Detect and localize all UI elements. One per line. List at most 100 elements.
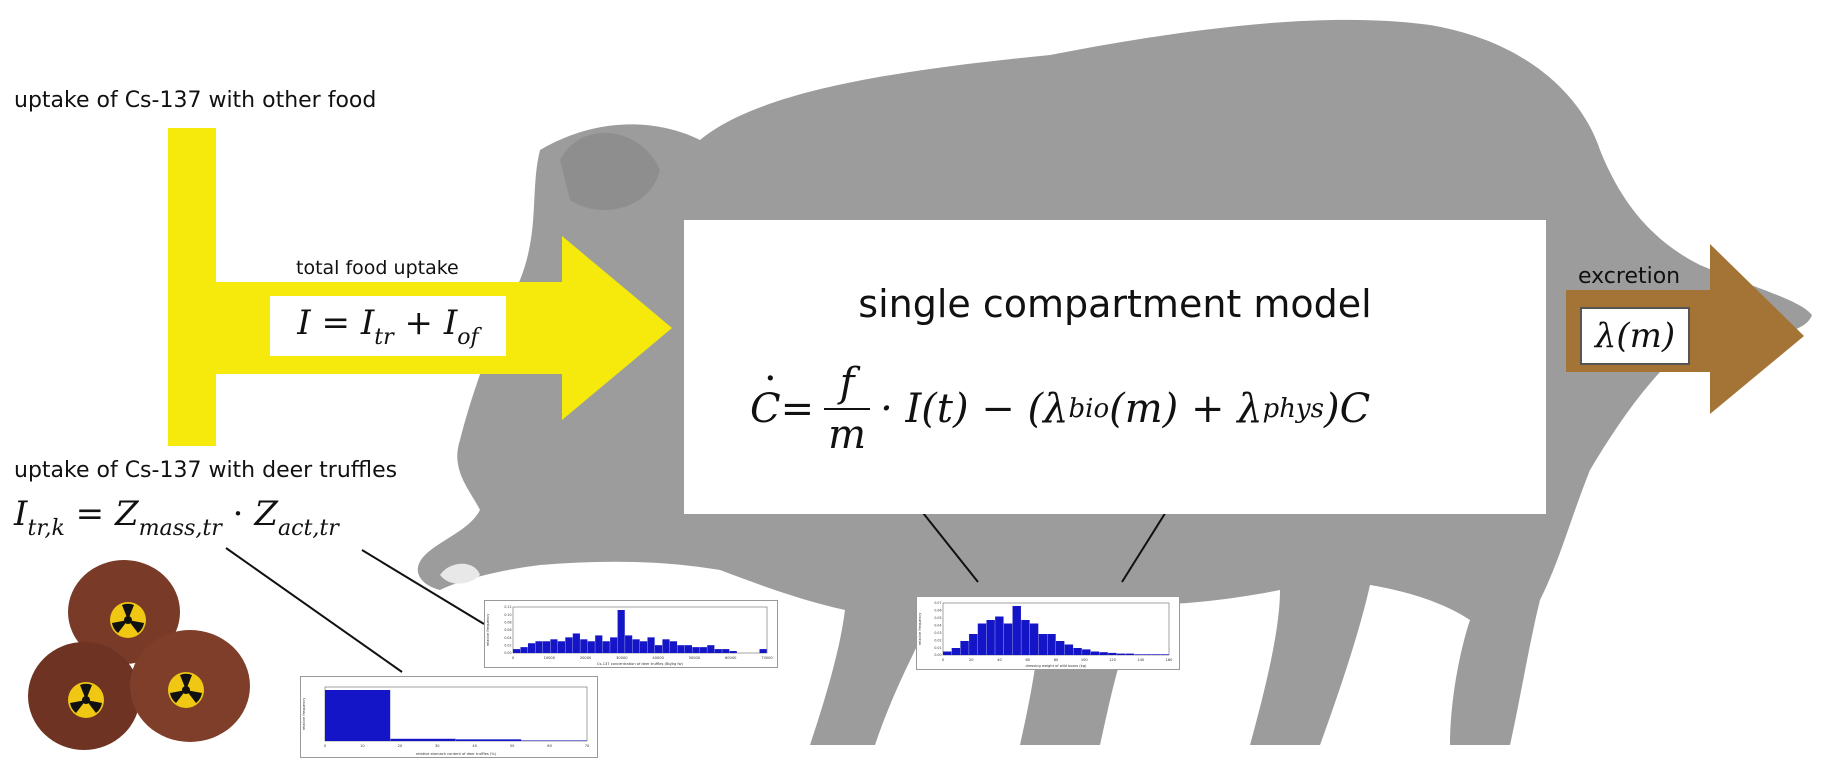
formula-subscript: tr,k <box>27 514 65 541</box>
formula-numerator: f <box>839 360 855 406</box>
histogram-tick-label: 0.06 <box>504 628 511 632</box>
histogram-bar <box>456 739 522 741</box>
formula-operator: = <box>780 386 815 432</box>
histogram-tick-label: 80 <box>1054 658 1059 662</box>
histogram-bar <box>1029 623 1039 655</box>
formula-operator: + <box>393 302 444 343</box>
histogram-tick-label: 0.10 <box>504 613 511 617</box>
histogram-tick-label: 20000 <box>580 656 592 660</box>
histogram-tick-label: 70000 <box>761 656 773 660</box>
histogram-bar <box>513 649 521 653</box>
histogram-bar <box>729 651 737 653</box>
histogram-tick-label: 10000 <box>544 656 556 660</box>
label-uptake-other-food: uptake of Cs-137 with other food <box>14 88 377 113</box>
label-total-food-uptake: total food uptake <box>296 257 459 279</box>
histogram-bar <box>647 637 655 653</box>
histogram-bar <box>632 639 640 653</box>
histogram-bar <box>1151 654 1161 655</box>
histogram-tick-label: 50 <box>510 744 515 748</box>
histogram-tick-label: 40 <box>997 658 1002 662</box>
histogram-bar <box>969 634 978 655</box>
label-uptake-deer-truffles: uptake of Cs-137 with deer truffles <box>14 458 398 483</box>
histogram-bar <box>1090 651 1100 655</box>
histogram-tick-label: 0.12 <box>504 605 511 609</box>
formula-fraction: f m <box>824 360 871 458</box>
histogram-bar <box>960 641 969 655</box>
histogram-bar <box>986 620 995 655</box>
formula-truffle-uptake: Itr,k = Zmass,tr · Zact,tr <box>14 494 339 541</box>
histogram-bar <box>722 649 730 653</box>
label-excretion: excretion <box>1578 264 1681 289</box>
histogram-bar <box>1160 654 1169 655</box>
histogram-tick-label: 60000 <box>725 656 737 660</box>
histogram-bar <box>565 637 573 653</box>
histogram-tick-label: 70 <box>585 744 590 748</box>
histogram-xlabel: relative stomach content of deer truffle… <box>416 752 497 756</box>
histogram-bar <box>1064 644 1074 655</box>
histogram-tick-label: 50000 <box>689 656 701 660</box>
histogram-tick-label: 120 <box>1109 658 1117 662</box>
histogram-bar <box>1047 634 1056 655</box>
histogram-bar <box>1125 653 1134 655</box>
histogram-bar <box>692 647 700 653</box>
histogram-tick-label: 0.02 <box>934 638 941 642</box>
formula-total-uptake: I = Itr + Iof <box>297 303 478 350</box>
histogram-tick-label: 20 <box>969 658 974 662</box>
histogram-bar <box>610 637 618 653</box>
histogram-tick-label: 0 <box>942 658 945 662</box>
histogram-bar <box>1003 623 1013 655</box>
formula-excretion-box: λ(m) <box>1580 307 1690 365</box>
histogram-ylabel: relative frequency <box>486 613 490 647</box>
histogram-bar <box>759 649 767 653</box>
histogram-tick-label: 0.04 <box>504 636 511 640</box>
histogram-bar <box>1099 652 1108 655</box>
histogram-tick-label: 0.05 <box>934 616 941 620</box>
histogram-bar <box>521 740 587 741</box>
histogram-bar <box>677 645 685 653</box>
histogram-bar <box>684 645 692 653</box>
histogram-bar <box>572 633 580 653</box>
histogram-tick-label: 0.03 <box>934 631 941 635</box>
histogram-tick-label: 30 <box>435 744 440 748</box>
formula-subscript: bio <box>1068 394 1110 424</box>
boar-tusk <box>440 563 480 584</box>
histogram-bar <box>325 690 391 741</box>
histogram-xlabel: dressing weight of wild boars (kg) <box>1026 664 1087 668</box>
formula-term: )C <box>1323 386 1371 432</box>
histogram-tick-label: 0.04 <box>934 623 941 627</box>
histogram-bar <box>587 641 595 653</box>
histogram-bar <box>390 738 456 741</box>
histogram-tick-label: 0.06 <box>934 609 941 613</box>
histogram-bar <box>1082 649 1091 655</box>
histogram-bar <box>1073 648 1082 655</box>
histogram-bar <box>707 645 715 653</box>
histogram-tick-label: 0.07 <box>934 601 941 605</box>
formula-term: (m) + λ <box>1109 386 1263 432</box>
histogram-bar <box>1056 641 1065 655</box>
model-title: single compartment model <box>858 282 1372 326</box>
histogram-tick-label: 0 <box>512 656 515 660</box>
histogram-tick-label: 10 <box>360 744 365 748</box>
histogram-bar <box>1108 652 1117 655</box>
histogram-bar <box>542 641 551 653</box>
histogram-tick-label: 60 <box>1025 658 1030 662</box>
histogram-tick-label: 0.00 <box>934 653 941 657</box>
histogram-bar <box>977 623 987 655</box>
formula-symbol-c-dot: C <box>750 356 781 432</box>
histogram-bar <box>1142 654 1152 655</box>
boar-ear <box>560 132 660 210</box>
histogram-tick-label: 0.00 <box>504 651 511 655</box>
histogram-bar <box>1021 620 1030 655</box>
histogram-bar <box>699 647 707 653</box>
formula-symbol: I <box>14 494 28 534</box>
formula-term: · I(t) − (λ <box>880 386 1069 432</box>
histogram-tick-label: 40 <box>472 744 477 748</box>
histogram-tick-label: 30000 <box>616 656 628 660</box>
formula-symbol: I <box>297 302 311 343</box>
histogram-bar <box>1012 606 1021 655</box>
formula-total-uptake-box: I = Itr + Iof <box>270 296 506 356</box>
formula-excretion: λ(m) <box>1594 316 1676 356</box>
formula-operator: = <box>64 494 115 534</box>
